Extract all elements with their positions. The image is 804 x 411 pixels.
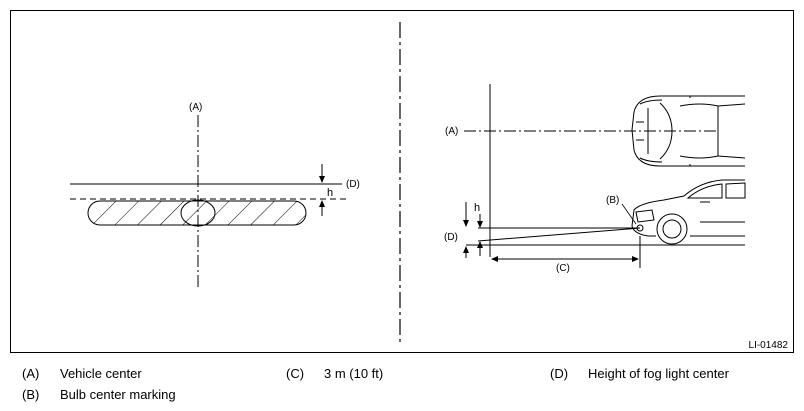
legend-text: Bulb center marking — [60, 387, 176, 402]
side-label-h: h — [474, 202, 480, 214]
legend-item-c: (C) 3 m (10 ft) — [286, 366, 383, 381]
figure-code: LI-01482 — [749, 340, 789, 351]
legend: (A) Vehicle center (B) Bulb center marking… — [0, 360, 804, 411]
legend-text: Height of fog light center — [588, 366, 729, 381]
legend-key: (D) — [550, 366, 569, 381]
vehicle-view: (A) ( — [444, 84, 746, 274]
h-arrow-bottom-head — [319, 200, 325, 207]
beam-pattern-fill — [88, 201, 306, 225]
screen-view: (A) (D) h — [70, 102, 360, 287]
legend-key: (C) — [286, 366, 305, 381]
figure-frame — [10, 10, 794, 353]
legend-item-d: (D) Height of fog light center — [550, 366, 729, 381]
car-top-view — [631, 95, 746, 167]
h-arrow-top-head — [319, 176, 325, 183]
c-arrow-right — [632, 256, 639, 262]
side-h-arrow-top-head — [477, 221, 483, 228]
side-label-d: (D) — [444, 232, 458, 243]
legend-text: Vehicle center — [60, 366, 142, 381]
screen-label-d: (D) — [346, 179, 360, 190]
car-side-view — [631, 179, 746, 245]
hot-spot-ellipse — [180, 199, 216, 227]
side-label-b: (B) — [606, 195, 619, 206]
side-d-arrow-bottom-head — [463, 246, 469, 253]
legend-key: (B) — [22, 387, 40, 402]
legend-key: (A) — [22, 366, 40, 381]
screen-label-h: h — [327, 187, 333, 199]
legend-item-a: (A) Vehicle center — [22, 366, 142, 381]
label-b-leader — [621, 203, 637, 225]
side-h-arrow-bottom-head — [477, 241, 483, 248]
side-label-c: (C) — [556, 263, 570, 274]
side-d-arrow-top-head — [463, 220, 469, 227]
screen-label-a: (A) — [189, 102, 202, 113]
headlight-aiming-diagram: (A) (D) h (A) — [10, 10, 794, 353]
legend-text: 3 m (10 ft) — [324, 366, 384, 381]
beam-line-lower — [477, 227, 641, 242]
c-arrow-left — [491, 256, 498, 262]
top-label-a: (A) — [445, 126, 458, 137]
beam-pattern-outline — [87, 200, 307, 226]
legend-item-b: (B) Bulb center marking — [22, 387, 176, 402]
